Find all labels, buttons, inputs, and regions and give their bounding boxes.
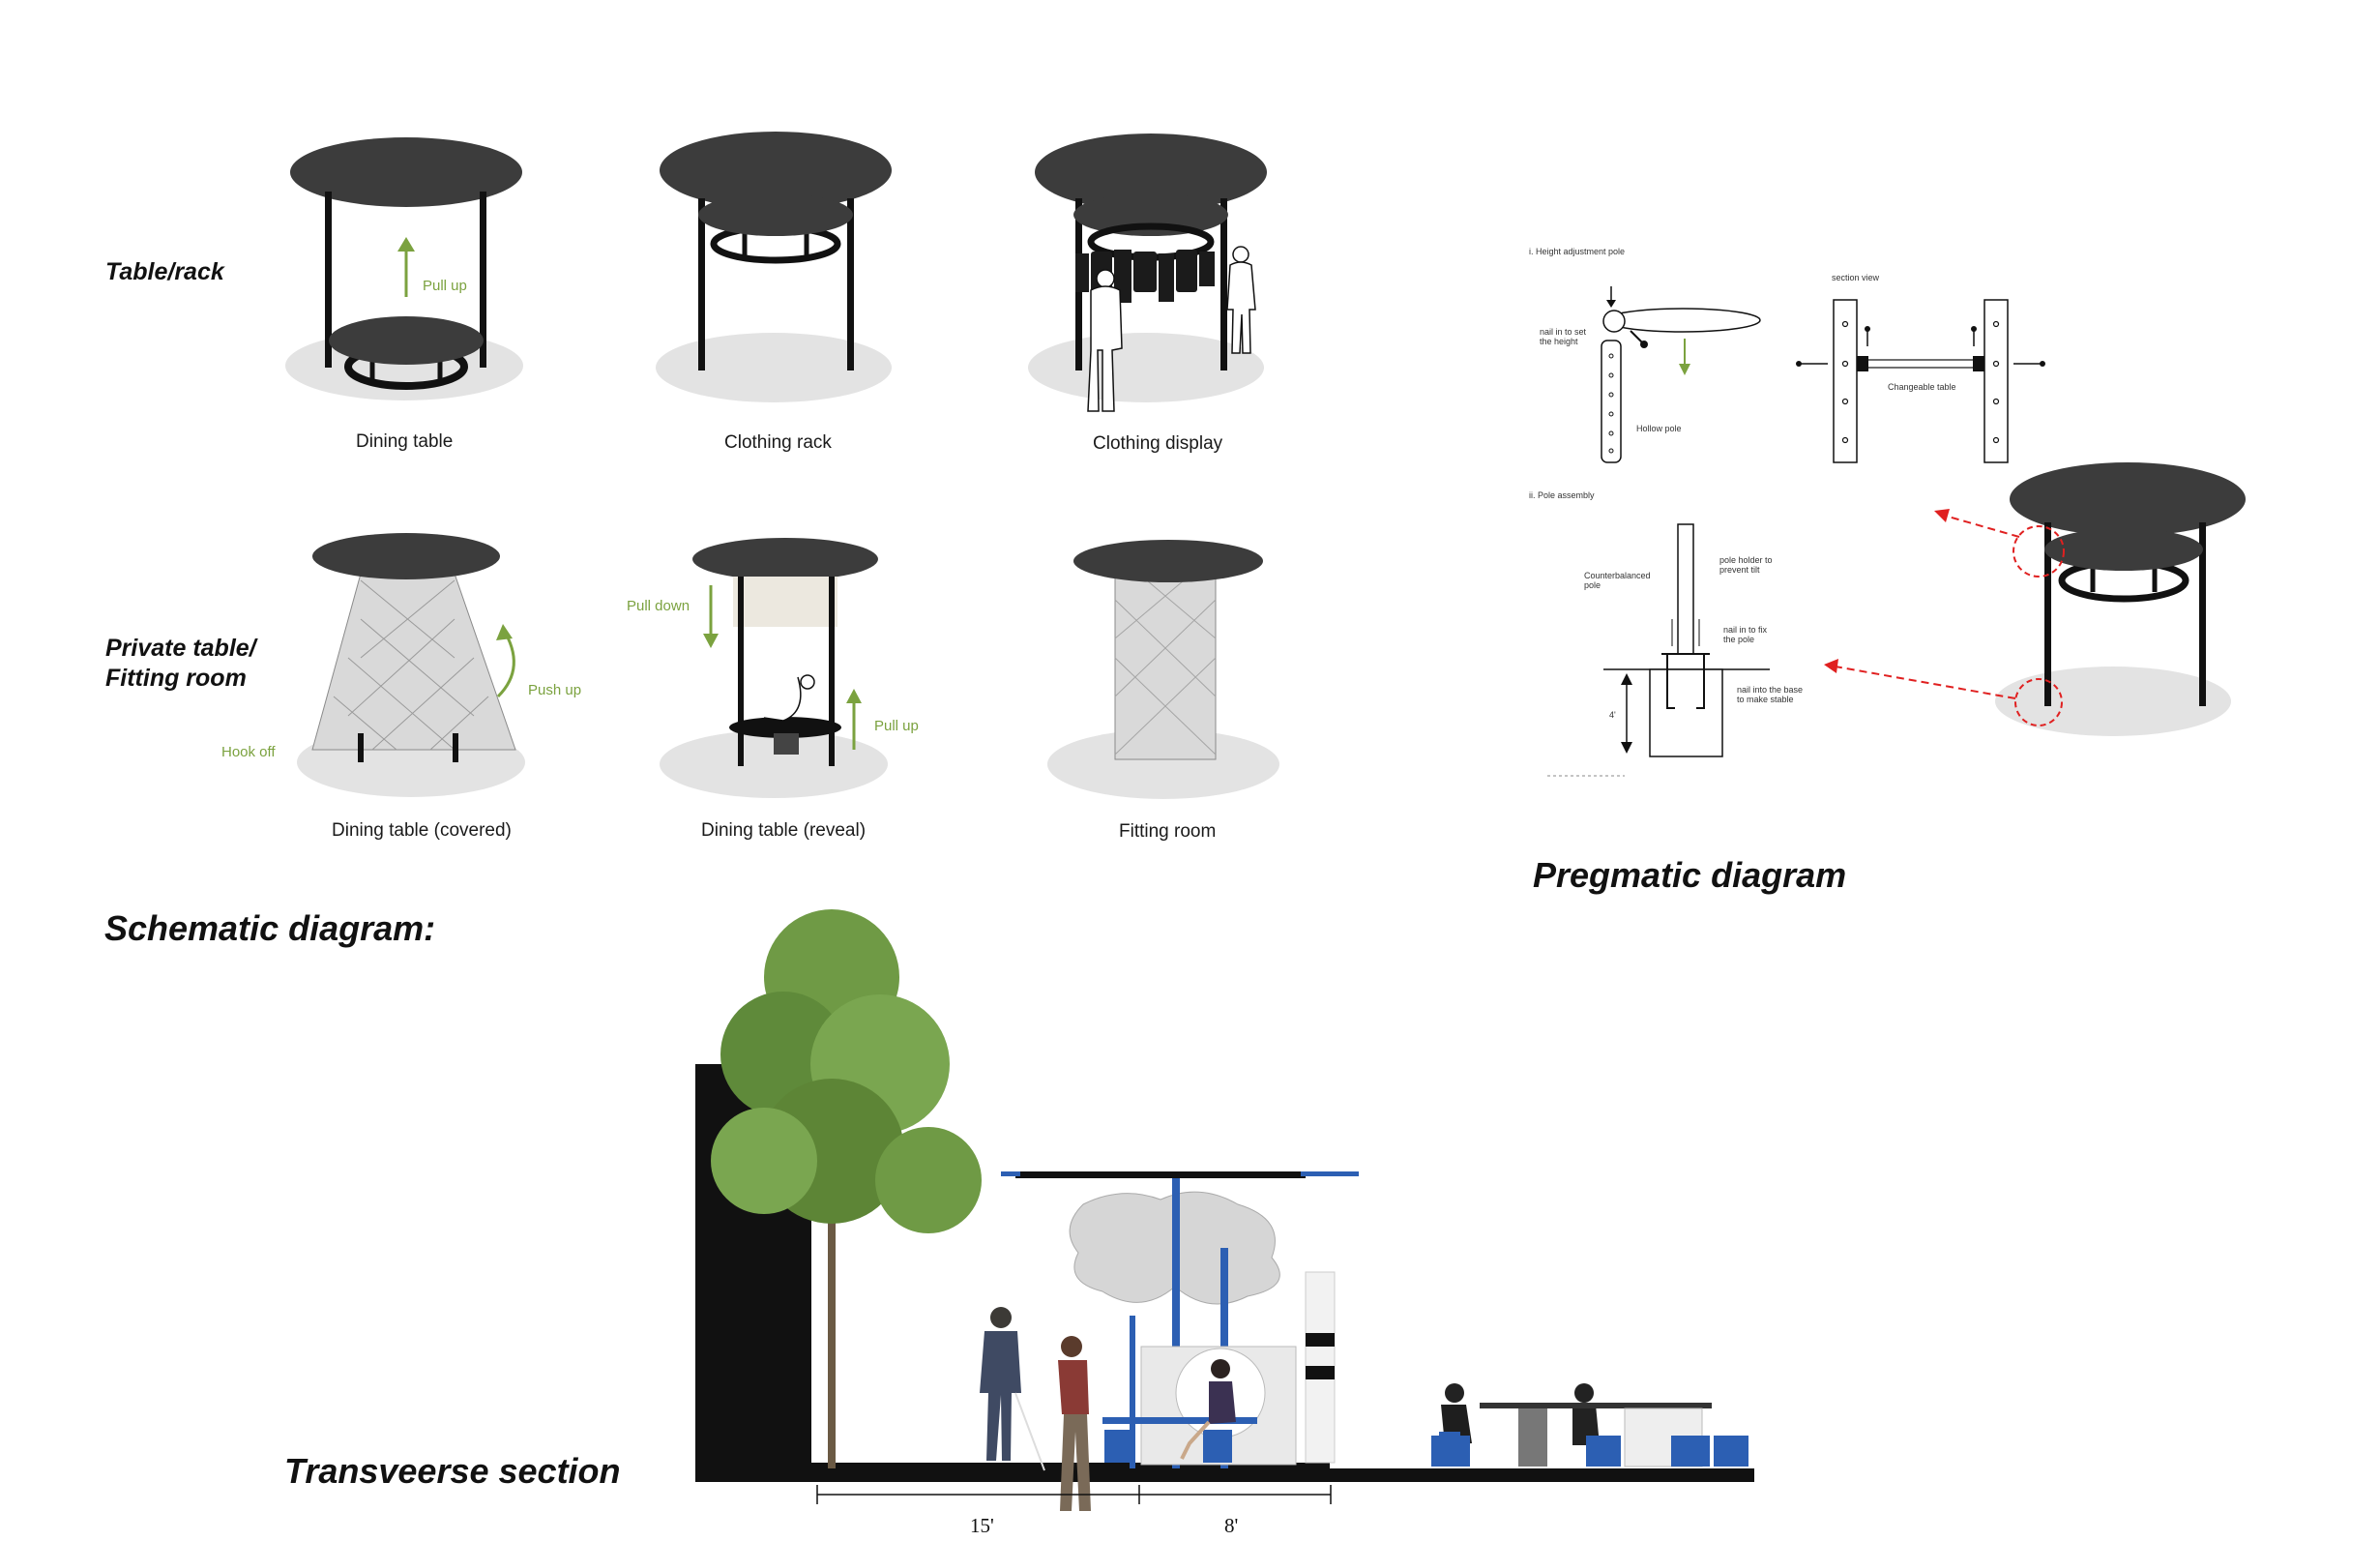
holder-note-2: prevent tilt	[1719, 565, 1760, 575]
pull-up-label: Pull up	[423, 278, 467, 294]
section-view-note: section view	[1832, 273, 1880, 282]
dining-table-illustration: Pull up	[285, 137, 523, 400]
fitting-room-illustration	[1047, 540, 1279, 799]
caption-dining-reveal: Dining table (reveal)	[701, 820, 867, 841]
depth-note: 4'	[1609, 710, 1616, 720]
nail-note-2: the height	[1540, 337, 1578, 346]
fix-note-2: the pole	[1723, 635, 1754, 644]
dimension-lines: 15' 8'	[816, 1485, 1332, 1537]
caption-dining-table: Dining table	[356, 431, 454, 452]
push-up-label: Push up	[528, 682, 581, 698]
dining-covered-illustration: Push up Hook off	[221, 533, 581, 797]
dining-reveal-illustration: Pull down Pull up	[627, 538, 919, 798]
canopy-structure	[1001, 1171, 1359, 1468]
hollow-pole-note: Hollow pole	[1636, 424, 1682, 433]
caption-clothing-rack: Clothing rack	[724, 432, 832, 453]
person-figure	[1087, 246, 1256, 412]
row-label-private-1: Private table/	[105, 635, 256, 662]
row-label-table-rack: Table/rack	[105, 258, 224, 285]
schematic-diagram-title: Schematic diagram:	[104, 908, 436, 948]
height-pole-heading: i. Height adjustment pole	[1529, 247, 1625, 256]
pull-down-label: Pull down	[627, 598, 690, 614]
dim-8: 8'	[1224, 1514, 1238, 1537]
nail-note-1: nail in to set	[1540, 327, 1587, 337]
height-adjustment-detail: i. Height adjustment pole nail in to set…	[1529, 247, 2045, 463]
right-seating	[1431, 1403, 1748, 1467]
pull-up-2-label: Pull up	[874, 718, 919, 734]
base-note-2: to make stable	[1737, 695, 1794, 704]
tree	[711, 909, 982, 1468]
counter-note-2: pole	[1584, 580, 1601, 590]
pragmatic-diagram-title: Pregmatic diagram	[1533, 855, 1847, 895]
people-figures	[980, 1307, 1600, 1511]
caption-fitting-room: Fitting room	[1119, 821, 1217, 842]
hook-off-label: Hook off	[221, 744, 276, 760]
caption-dining-covered: Dining table (covered)	[332, 820, 512, 841]
holder-note-1: pole holder to	[1719, 555, 1773, 565]
hanging-clothes	[1075, 250, 1215, 303]
changeable-table-note: Changeable table	[1888, 382, 1956, 392]
row-label-private-2: Fitting room	[105, 665, 247, 692]
base-note-1: nail into the base	[1737, 685, 1803, 695]
counter-note-1: Counterbalanced	[1584, 571, 1651, 580]
pragmatic-table-illustration	[1824, 462, 2246, 736]
dim-15: 15'	[970, 1514, 994, 1537]
pole-assembly-heading: ii. Pole assembly	[1529, 490, 1595, 500]
pole-assembly-detail: ii. Pole assembly 4' Counterbalanced pol…	[1529, 490, 1803, 777]
clothing-rack-illustration	[656, 132, 892, 402]
transverse-section-illustration: 15' 8'	[695, 909, 1754, 1537]
caption-clothing-display: Clothing display	[1093, 433, 1223, 454]
fix-note-1: nail in to fix	[1723, 625, 1768, 635]
clothing-display-illustration	[1028, 133, 1267, 412]
transverse-section-title: Transveerse section	[284, 1451, 621, 1491]
